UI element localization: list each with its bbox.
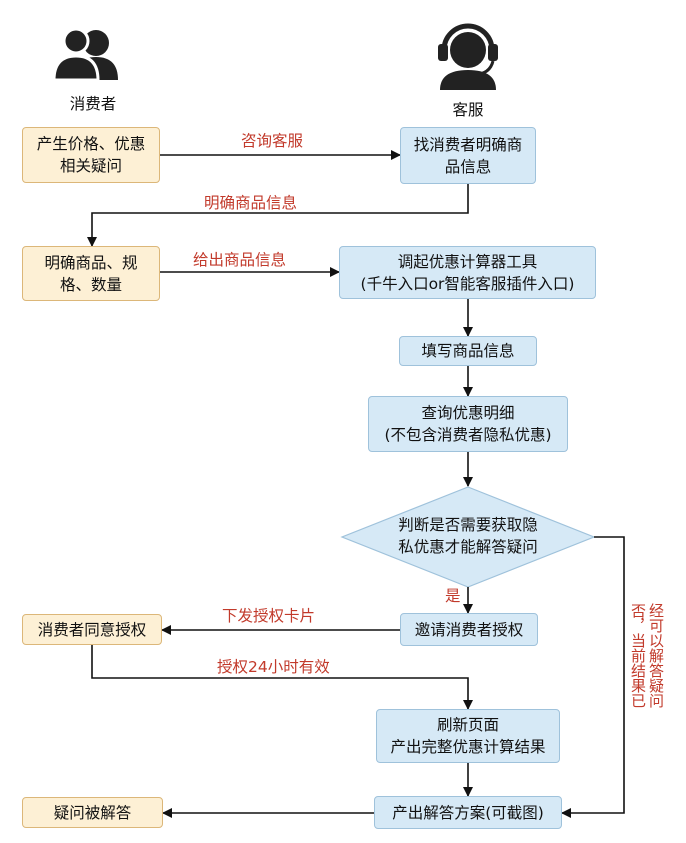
box-question-solved: 疑问被解答 — [22, 797, 163, 828]
box-fill-product: 填写商品信息 — [399, 336, 537, 366]
headset-agent-icon — [438, 23, 498, 90]
people-icon — [52, 27, 118, 82]
box-specify-product: 明确商品、规 格、数量 — [22, 246, 160, 301]
label-auth-valid: 授权24小时有效 — [217, 658, 330, 676]
edge-auth-valid — [91, 645, 473, 710]
label-consult-service: 咨询客服 — [241, 132, 304, 150]
label-no-branch-col1: 否，当前结果已 — [629, 603, 647, 708]
label-send-card: 下发授权卡片 — [222, 607, 316, 625]
actor-service-label: 客服 — [452, 101, 484, 119]
box-find-product: 找消费者明确商 品信息 — [400, 127, 536, 184]
edge-specify-info — [87, 184, 469, 247]
label-specify-info: 明确商品信息 — [204, 194, 298, 212]
box-open-calculator: 调起优惠计算器工具 (千牛入口or智能客服插件入口) — [339, 246, 596, 299]
box-query-discount: 查询优惠明细 (不包含消费者隐私优惠) — [368, 396, 568, 452]
box-produce-answer: 产出解答方案(可截图) — [374, 796, 562, 829]
box-consumer-question: 产生价格、优惠 相关疑问 — [22, 127, 160, 183]
box-consumer-agree: 消费者同意授权 — [22, 614, 162, 645]
label-no-branch-col2: 经可以解答疑问 — [647, 603, 665, 708]
box-refresh-page: 刷新页面 产出完整优惠计算结果 — [376, 709, 560, 763]
decision-text: 判断是否需要获取隐 私优惠才能解答疑问 — [398, 516, 538, 556]
label-yes: 是 — [445, 587, 461, 605]
actor-consumer-label: 消费者 — [69, 95, 117, 113]
label-give-info: 给出商品信息 — [193, 251, 287, 269]
box-invite-auth: 邀请消费者授权 — [400, 613, 538, 646]
edge-no-branch — [561, 536, 625, 818]
